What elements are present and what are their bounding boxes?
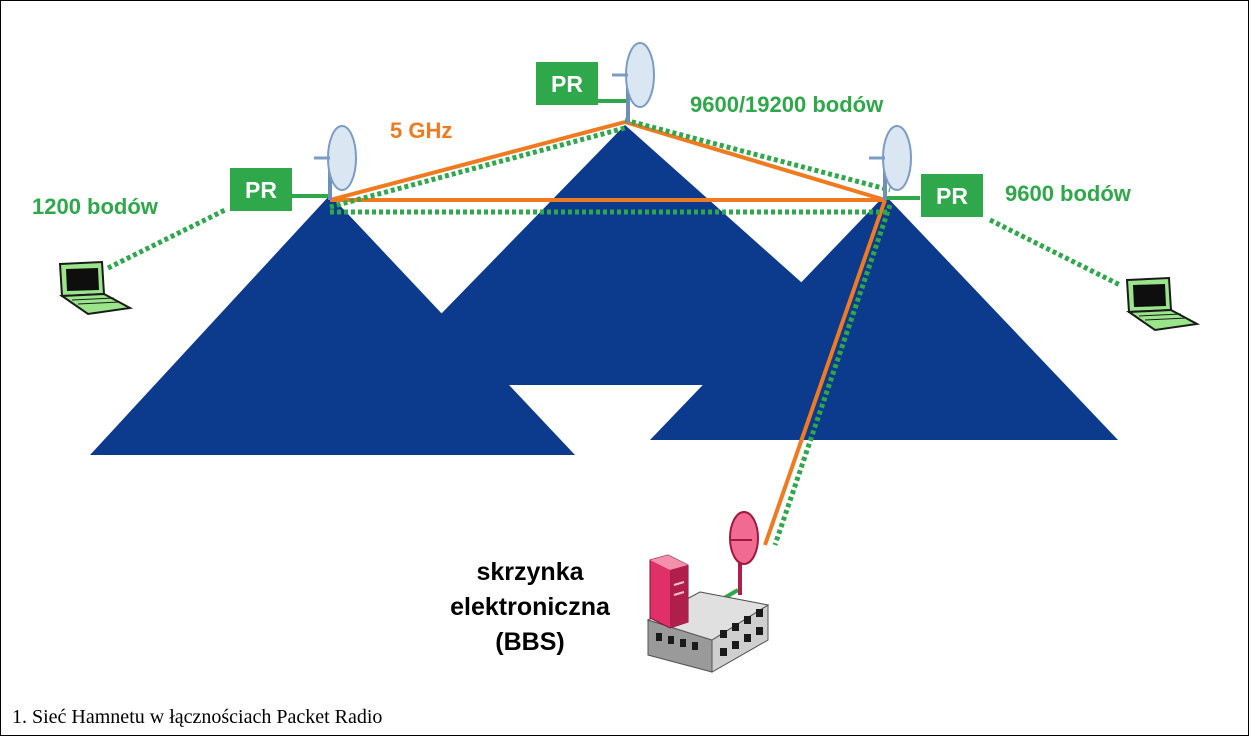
freq-label: 5 GHz (390, 118, 452, 143)
bbs-label-line2: elektroniczna (450, 593, 611, 621)
figure-caption: 1. Sieć Hamnetu w łącznościach Packet Ra… (12, 706, 383, 728)
speed-right-label: 9600 bodów (1005, 181, 1132, 206)
dish-antenna-icon (314, 125, 357, 200)
dish-antenna-icon (612, 42, 655, 123)
mountain-left (90, 195, 575, 455)
orange-link-right-bbs (763, 199, 887, 546)
orange-link-left-top (329, 120, 626, 202)
bbs-building-icon (646, 511, 770, 673)
speed-left-label: 1200 bodów (32, 194, 159, 219)
dish-antenna-icon (869, 125, 912, 200)
pr-node-right: PR (921, 174, 983, 217)
pr-right-label: PR (936, 183, 968, 209)
green-link-right-bbs (772, 204, 893, 546)
mountain-middle (440, 125, 810, 385)
green-link-left-top (329, 125, 626, 210)
laptop-icon (58, 260, 134, 316)
pr-top-label: PR (551, 71, 583, 97)
green-link-top-right (624, 117, 891, 193)
green-links (106, 117, 1122, 546)
laptop-icon (1125, 276, 1201, 332)
speed-top-label: 9600/19200 bodów (690, 92, 884, 117)
bbs-label-line3: (BBS) (495, 628, 564, 656)
green-link-laptop-right (988, 217, 1122, 288)
bbs-label-line1: skrzynka (476, 558, 584, 586)
mountain-right (650, 195, 1118, 440)
orange-links (329, 120, 887, 546)
green-link-laptop-left (106, 207, 227, 271)
pr-node-top: PR (536, 62, 598, 105)
pr-left-label: PR (245, 177, 277, 203)
pr-node-left: PR (230, 168, 292, 211)
orange-link-top-right (624, 120, 886, 202)
